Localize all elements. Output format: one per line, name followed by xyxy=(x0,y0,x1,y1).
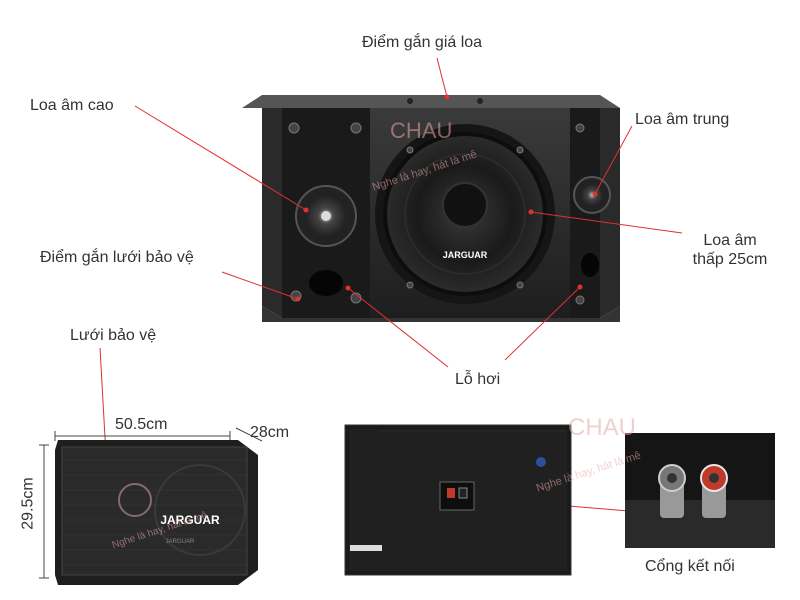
label-woofer: Loa âm thấp 25cm xyxy=(680,231,780,269)
rear-barcode xyxy=(350,545,382,551)
label-tweeter: Loa âm cao xyxy=(30,97,114,114)
dimension-width: 50.5cm xyxy=(115,416,168,433)
small-speaker-rear xyxy=(344,424,572,576)
watermark-logo-rear: CHAU xyxy=(568,414,637,441)
cabinet-top xyxy=(242,95,620,108)
dimension-lines xyxy=(39,427,263,579)
watermark-logo-main: CHAU xyxy=(390,118,453,143)
label-woofer-line1: Loa âm xyxy=(703,232,757,249)
label-connector: Cổng kết nối xyxy=(645,558,735,575)
connector-closeup xyxy=(625,433,775,548)
label-port: Lỗ hơi xyxy=(455,371,501,388)
label-grille-mount: Điểm gắn lưới bảo vệ xyxy=(40,249,194,266)
bass-port-left xyxy=(309,270,343,296)
label-mount-point: Điểm gắn giá loa xyxy=(362,34,483,51)
dimension-height: 29.5cm xyxy=(19,477,37,530)
midrange-cone xyxy=(581,184,603,206)
woofer-dustcap xyxy=(442,182,488,228)
label-grille: Lưới bảo vệ xyxy=(70,327,157,344)
main-speaker: JARGUAR xyxy=(242,95,620,322)
label-midrange: Loa âm trung xyxy=(635,111,730,128)
rear-terminal-plate xyxy=(439,481,475,511)
grille-brand-badge: JARGUAR xyxy=(166,539,195,545)
rear-label-dot xyxy=(536,457,546,467)
woofer-brand-text: JARGUAR xyxy=(443,250,488,260)
dimension-depth: 28cm xyxy=(250,424,290,441)
label-woofer-line2: thấp 25cm xyxy=(692,251,768,268)
bass-port-right xyxy=(581,253,599,277)
grille-brand-text: JARGUAR xyxy=(160,513,220,527)
small-speaker-front: JARGUAR JARGUAR xyxy=(55,440,258,585)
